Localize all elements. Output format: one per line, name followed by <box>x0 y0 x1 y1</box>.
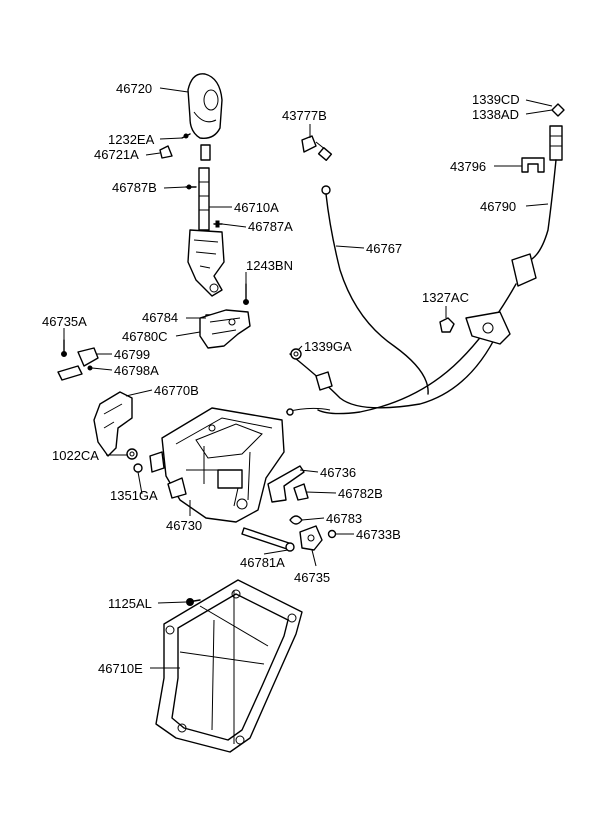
label-46783: 46783 <box>326 511 362 526</box>
clip-46782b <box>293 483 309 501</box>
label-46721a: 46721A <box>94 147 139 162</box>
label-46784: 46784 <box>142 310 178 325</box>
label-46787b: 46787B <box>112 180 157 195</box>
label-46735a: 46735A <box>42 314 87 329</box>
clip-43777b <box>301 135 317 153</box>
label-46780c: 46780C <box>122 329 168 344</box>
shifter-housing-46730 <box>149 407 285 523</box>
label-1022ca: 1022CA <box>52 448 99 463</box>
clip-46721a <box>159 145 173 159</box>
shift-knob <box>187 73 223 139</box>
base-frame-46710e <box>155 579 303 753</box>
label-1232ea: 1232EA <box>108 132 155 147</box>
actuator-46735 <box>299 525 323 551</box>
label-46798a: 46798A <box>114 363 159 378</box>
shift-lever-base-46710a <box>187 229 225 297</box>
shaft-46781a <box>241 527 295 552</box>
label-1327ac: 1327AC <box>422 290 469 305</box>
bracket-46770b <box>93 391 133 457</box>
bolt-1243bn <box>243 283 249 305</box>
label-46767: 46767 <box>366 241 402 256</box>
nut-1327ac <box>439 317 455 333</box>
spring-46783 <box>289 515 303 525</box>
bracket-46780c <box>199 309 251 349</box>
label-1339ga: 1339GA <box>304 339 352 354</box>
clip-43796 <box>521 157 545 173</box>
bolt-1125al <box>186 598 201 606</box>
nut-1338ad <box>551 103 565 117</box>
cable-46790 <box>317 125 563 415</box>
label-1243bn: 1243BN <box>246 258 293 273</box>
leader-lines <box>63 87 553 669</box>
label-1339cd: 1339CD <box>472 92 520 107</box>
label-43777b: 43777B <box>282 108 327 123</box>
label-46790: 46790 <box>480 199 516 214</box>
washer-1022ca <box>126 448 138 460</box>
washer-46733b <box>327 529 337 539</box>
nut-1339ga <box>290 348 302 360</box>
label-1125al: 1125AL <box>108 596 152 611</box>
cable-46767 <box>285 141 499 416</box>
label-46720: 46720 <box>116 81 152 96</box>
label-46710a: 46710A <box>234 200 279 215</box>
lever-46736 <box>267 465 305 503</box>
part-labels: 46720 1232EA 46721A 46787B 46710A 46787A… <box>42 81 520 676</box>
label-46799: 46799 <box>114 347 150 362</box>
label-46770b: 46770B <box>154 383 199 398</box>
label-46781a: 46781A <box>240 555 285 570</box>
screw-1232ea <box>181 133 191 139</box>
label-46733b: 46733B <box>356 527 401 542</box>
label-1338ad: 1338AD <box>472 107 519 122</box>
plate-46798a <box>57 365 93 381</box>
switch-46799 <box>77 347 99 367</box>
pin-46787a <box>213 220 223 228</box>
label-46736: 46736 <box>320 465 356 480</box>
label-46735: 46735 <box>294 570 330 585</box>
bolt-46735a <box>61 339 67 357</box>
label-46787a: 46787A <box>248 219 293 234</box>
label-46710e: 46710E <box>98 661 143 676</box>
label-1351ga: 1351GA <box>110 488 158 503</box>
label-46782b: 46782B <box>338 486 383 501</box>
bolt-46787b <box>185 184 197 190</box>
shift-lever-rod <box>198 144 211 231</box>
label-43796: 43796 <box>450 159 486 174</box>
washer-1351ga <box>133 463 143 473</box>
label-46730: 46730 <box>166 518 202 533</box>
